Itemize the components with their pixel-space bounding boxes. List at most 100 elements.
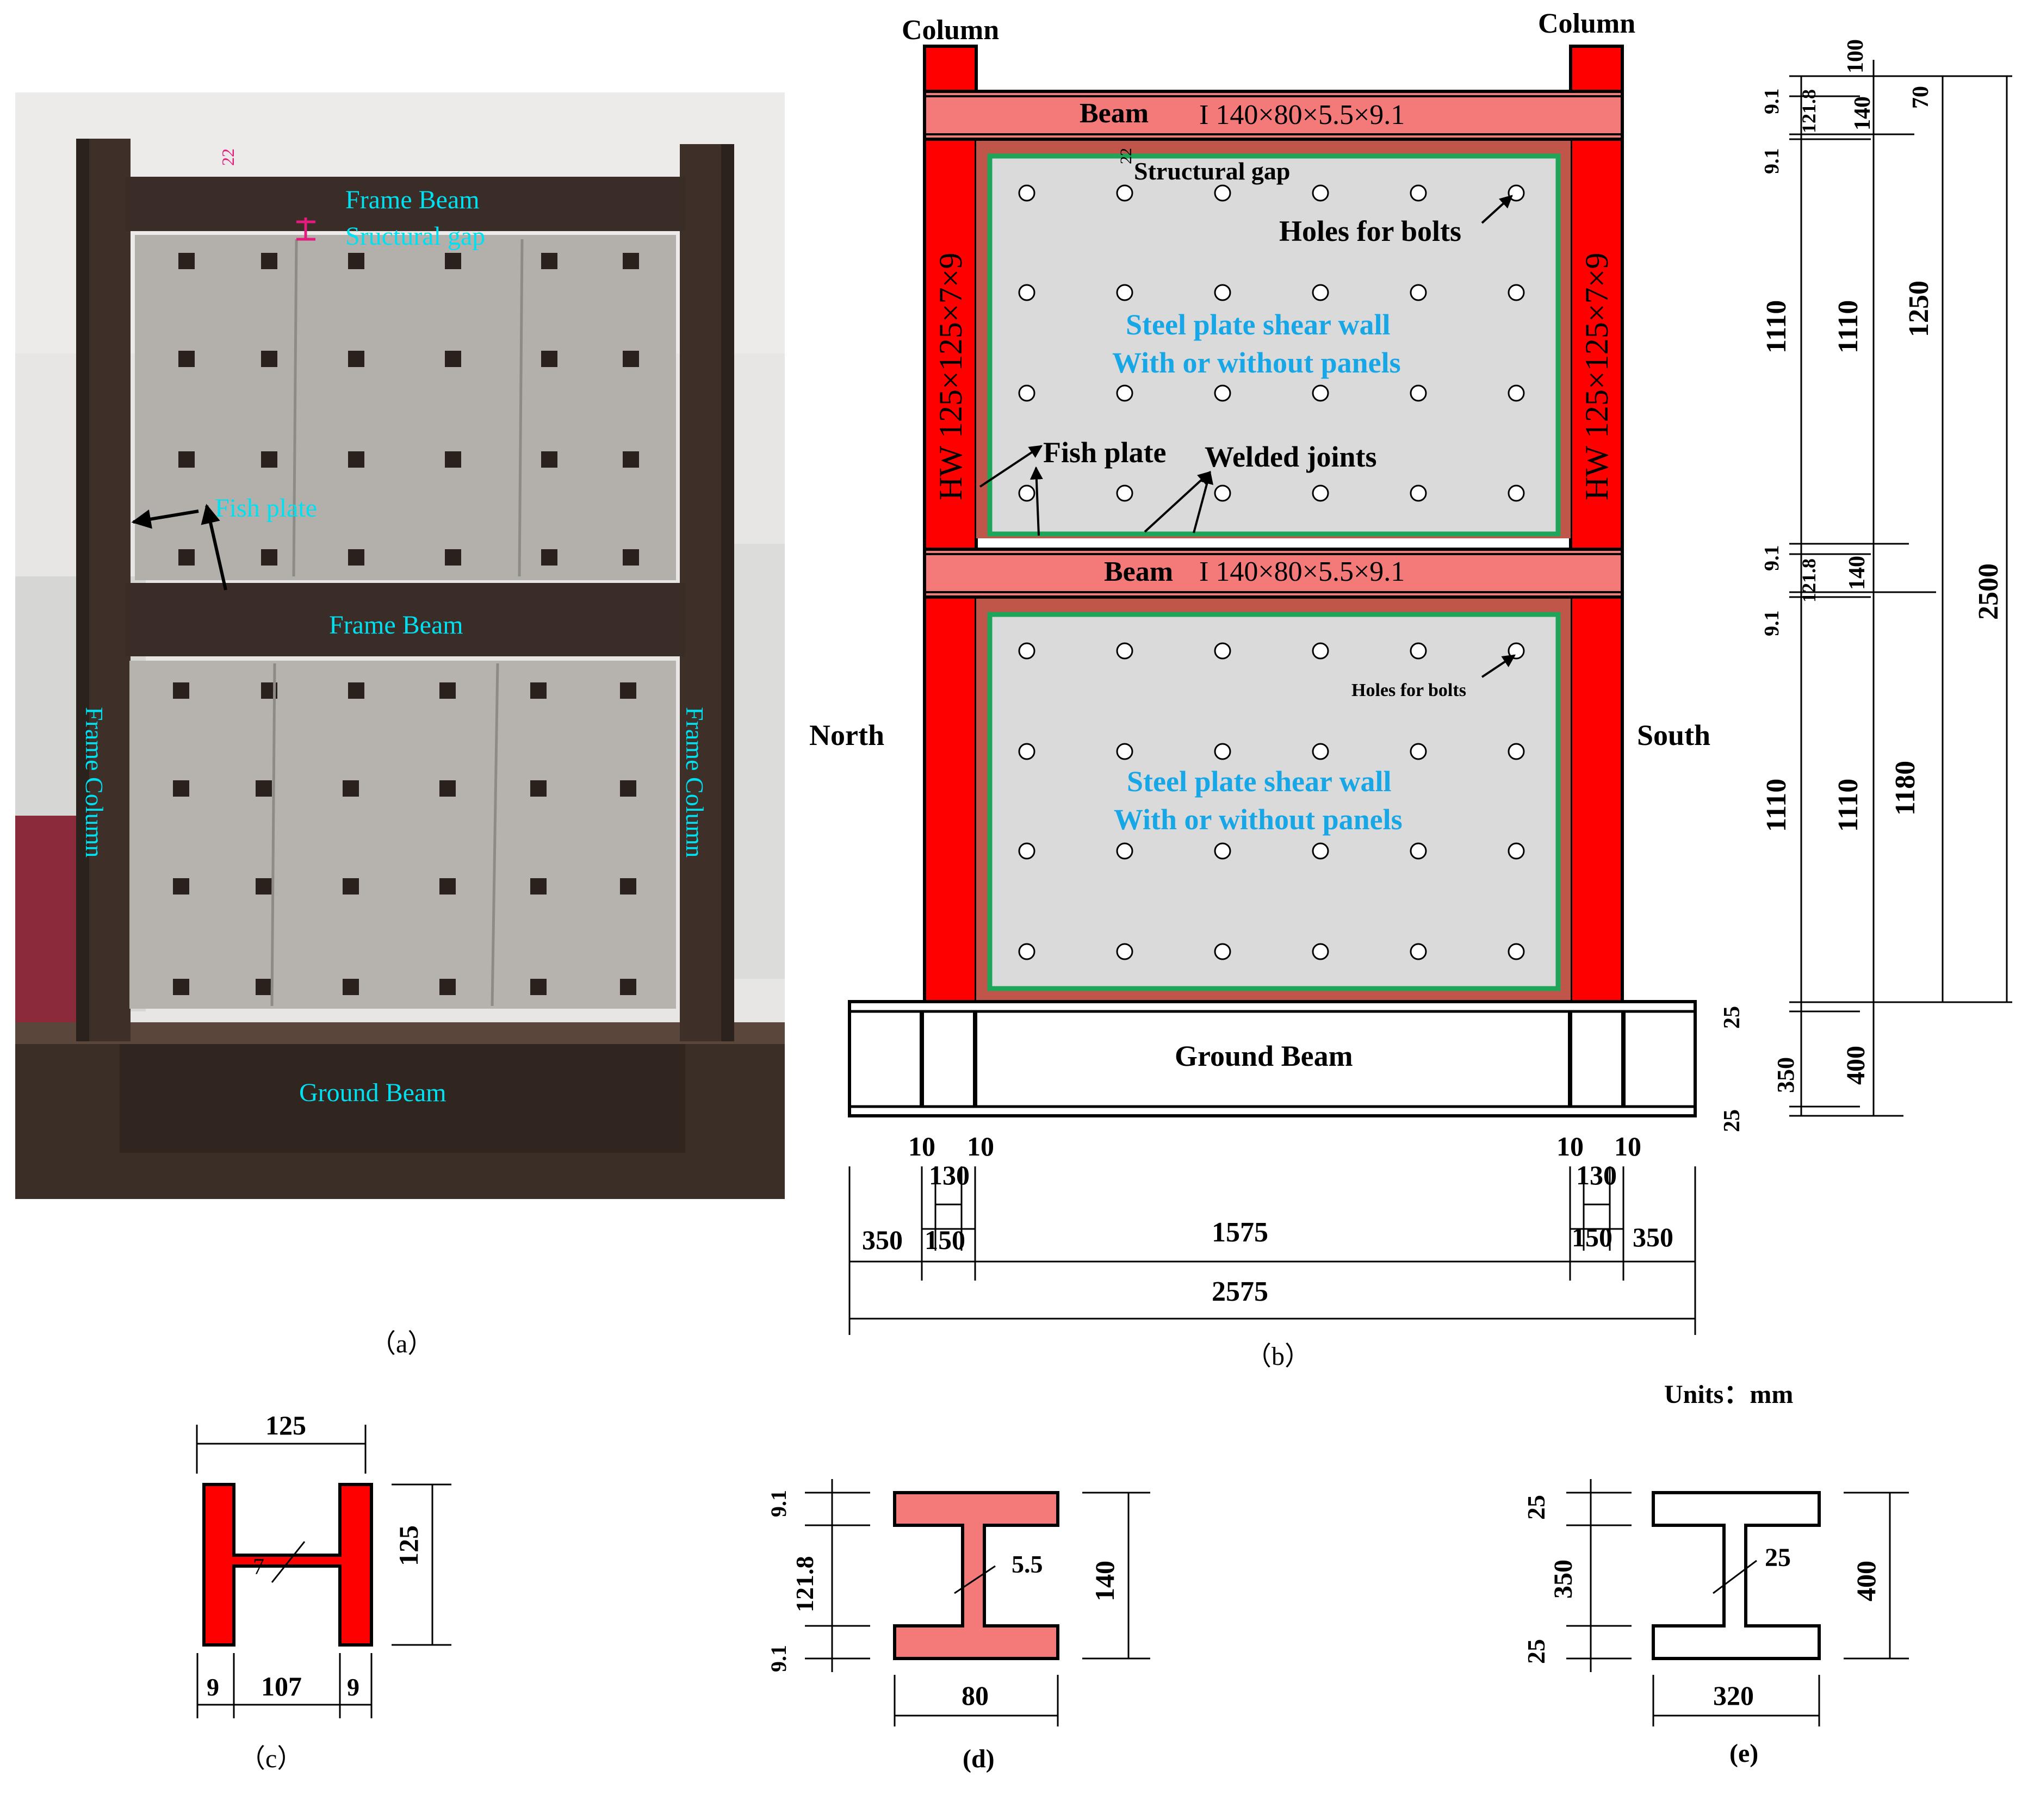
label-fish-plate: Fish plate [1043, 436, 1167, 469]
dim-350a: 350 [862, 1225, 903, 1255]
dim-350b: 350 [1633, 1222, 1673, 1252]
beam-top [923, 90, 1624, 141]
dim-10a: 10 [908, 1131, 935, 1161]
label-beam-mid-section: I 140×80×5.5×9.1 [1199, 556, 1405, 587]
fish-plate-arrow-2 [201, 504, 227, 591]
beam-mid [923, 548, 1624, 599]
bolt-holes-top [1018, 184, 1525, 502]
photo-label-structural-gap: Sructural gap [345, 222, 485, 251]
label-ground-beam: Ground Beam [1175, 1040, 1353, 1072]
bottom-dimension-lines [848, 1166, 1696, 1335]
right-dimension-lines [1789, 60, 2012, 1117]
dim-1575: 1575 [1212, 1217, 1268, 1248]
dim-70: 70 [1908, 86, 1933, 109]
sec-e-h400: 400 [1851, 1561, 1881, 1601]
photo-panel: Frame Beam 22 Sructural gap Fish plate F… [15, 92, 785, 1199]
sec-d-h140: 140 [1089, 1561, 1120, 1601]
dim-121-8b: 121.8 [1798, 558, 1820, 602]
photo-label-frame-beam-mid: Frame Beam [329, 611, 463, 639]
section-c: 125 125 7 9 107 9 [196, 1410, 451, 1718]
dim-100: 100 [1843, 39, 1868, 73]
sec-d-w80: 80 [962, 1680, 989, 1711]
wall-bottom [987, 612, 1561, 991]
fish-plate-arrow-a [979, 445, 1043, 488]
dim-121-8a: 121.8 [1798, 89, 1820, 133]
dim-10c: 10 [1556, 1131, 1584, 1161]
gap-marker [296, 218, 315, 241]
label-column-section-right: HW 125×125×7×9 [1579, 253, 1615, 500]
photo-label-frame-column-left: Frame Column [80, 707, 108, 858]
bolt-holes-bottom [1018, 642, 1525, 960]
label-column-right: Column [1538, 8, 1635, 39]
dim-25a: 25 [1720, 1006, 1745, 1029]
sec-c-f9a: 9 [207, 1673, 219, 1701]
dim-10b: 10 [967, 1131, 994, 1161]
caption-d: (d) [963, 1744, 995, 1773]
wall-top [987, 153, 1561, 537]
sec-e-t25a: 25 [1522, 1495, 1550, 1520]
hw-section-shape [202, 1483, 373, 1647]
dim-9-1a: 9.1 [1760, 89, 1783, 115]
sec-e-tw25: 25 [1765, 1543, 1791, 1572]
holes-top-arrow [1481, 195, 1513, 224]
sec-e-h350: 350 [1549, 1560, 1578, 1599]
sec-d-t9-1a: 9.1 [766, 1490, 791, 1517]
caption-c: （c） [239, 1744, 303, 1773]
dim-1110b: 1110 [1833, 300, 1864, 353]
welded-arrow-b [1193, 470, 1214, 533]
sec-c-t7: 7 [253, 1555, 264, 1580]
column-left [923, 45, 978, 1005]
photo-label-frame-beam-top: Frame Beam [345, 185, 480, 214]
dim-1110a: 1110 [1761, 300, 1792, 353]
label-holes-bottom: Holes for bolts [1351, 680, 1466, 700]
dim-25b: 25 [1720, 1109, 1745, 1132]
column-right [1569, 45, 1624, 1005]
dim-130b: 130 [1576, 1160, 1617, 1190]
i-section-shape [893, 1491, 1059, 1660]
caption-a: （a） [370, 1330, 433, 1358]
section-e: 25 350 25 25 400 320 [1522, 1479, 1909, 1726]
label-wall-top-line2: With or without panels [1112, 346, 1401, 379]
ground-beam [848, 1000, 1697, 1117]
section-d: 9.1 121.8 9.1 5.5 140 80 [766, 1479, 1150, 1726]
dim-150a: 150 [925, 1225, 965, 1255]
label-north: North [809, 719, 884, 751]
label-south: South [1637, 719, 1710, 751]
dim-150b: 150 [1572, 1222, 1613, 1252]
label-gap-value: 22 [1117, 148, 1135, 164]
dim-140b: 140 [1845, 556, 1870, 590]
photo-label-frame-column-right: Frame Column [681, 707, 709, 858]
sec-c-f9b: 9 [347, 1673, 359, 1701]
sec-e-t25b: 25 [1522, 1639, 1550, 1664]
fish-plate-arrow-1 [131, 509, 199, 529]
dim-2500: 2500 [1973, 563, 2004, 620]
sec-c-w107: 107 [261, 1671, 302, 1701]
dim-130a: 130 [929, 1160, 970, 1190]
fish-plate-arrow-b [1029, 466, 1043, 536]
dim-350: 350 [1772, 1057, 1799, 1093]
label-beam-top: Beam [1080, 98, 1149, 129]
sec-d-h121-8: 121.8 [791, 1556, 818, 1613]
dim-1250: 1250 [1903, 281, 1934, 337]
dim-9-1d: 9.1 [1760, 611, 1783, 637]
label-wall-bottom-line1: Steel plate shear wall [1127, 765, 1391, 798]
dim-1180: 1180 [1890, 761, 1921, 816]
caption-e: (e) [1729, 1739, 1758, 1768]
dim-9-1c: 9.1 [1760, 545, 1783, 572]
dim-1110c: 1110 [1761, 779, 1792, 832]
sec-d-t5-5: 5.5 [1012, 1550, 1043, 1578]
label-welded-joints: Welded joints [1205, 440, 1377, 473]
sec-c-w125: 125 [265, 1410, 306, 1440]
label-wall-bottom-line2: With or without panels [1114, 803, 1403, 836]
photo-label-ground-beam: Ground Beam [299, 1078, 446, 1107]
dim-400: 400 [1841, 1046, 1870, 1085]
photo-label-fish-plate: Fish plate [215, 494, 317, 523]
sec-d-t9-1b: 9.1 [766, 1645, 791, 1672]
dim-2575: 2575 [1212, 1276, 1268, 1307]
welded-arrow-a [1144, 471, 1211, 533]
label-wall-top-line1: Steel plate shear wall [1126, 308, 1390, 341]
label-structural-gap: Structural gap [1134, 157, 1291, 185]
label-beam-mid: Beam [1104, 556, 1173, 587]
dim-140a: 140 [1850, 96, 1875, 131]
